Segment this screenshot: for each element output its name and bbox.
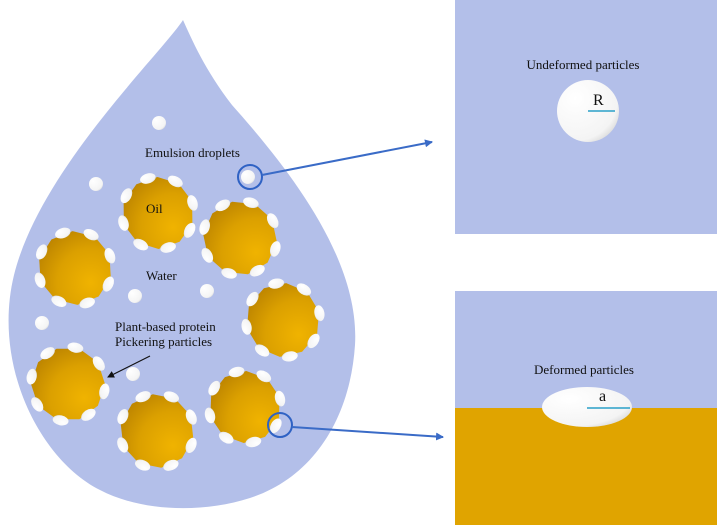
interface-particle — [218, 431, 234, 444]
interface-particle — [163, 459, 179, 471]
interface-particle — [185, 409, 197, 425]
interface-particle — [120, 188, 133, 204]
interface-particle — [31, 397, 44, 412]
deformed-panel-oil — [455, 408, 717, 525]
oil-droplet — [203, 201, 277, 275]
free-particles — [35, 116, 255, 381]
interface-particle — [134, 459, 151, 471]
interface-particle — [204, 407, 216, 424]
interface-particle — [183, 222, 196, 238]
interface-particle — [249, 264, 265, 277]
free-particle — [200, 284, 214, 298]
radius-symbol: R — [593, 92, 604, 109]
free-particle — [152, 116, 166, 130]
interface-particle — [221, 267, 237, 279]
interface-particle — [67, 342, 84, 353]
interface-particle — [296, 283, 312, 296]
interface-particle — [187, 195, 198, 211]
interface-particle — [199, 219, 211, 235]
interface-particle — [135, 391, 151, 403]
free-particle — [89, 177, 103, 191]
interface-particle — [167, 175, 183, 188]
interface-particle — [269, 418, 282, 434]
free-particle — [241, 170, 255, 184]
interface-particle — [268, 278, 285, 289]
interface-particle — [246, 291, 259, 307]
callout-circle-deformed — [267, 412, 293, 438]
interface-particle — [92, 356, 105, 371]
oil-droplet — [120, 394, 194, 468]
interface-particle — [281, 351, 298, 362]
interface-particle — [81, 408, 96, 421]
interface-particle — [314, 305, 325, 322]
free-particle — [126, 367, 140, 381]
oil-droplet — [123, 177, 193, 249]
deformed-particle — [542, 387, 632, 427]
interface-particle — [104, 248, 116, 264]
protein-label-line2: Pickering particles — [115, 334, 212, 349]
interface-particle — [228, 366, 245, 378]
interface-particle — [133, 238, 149, 251]
interface-particle — [266, 213, 279, 229]
callout-circle-undeformed — [237, 164, 263, 190]
free-particle — [128, 289, 142, 303]
interface-particle — [256, 370, 272, 383]
interface-particle — [243, 197, 259, 209]
oil-label: Oil — [146, 201, 163, 216]
oil-droplet — [247, 283, 319, 357]
interface-particle — [52, 415, 69, 426]
interface-particle — [102, 276, 114, 292]
interface-particle — [55, 227, 71, 239]
oil-droplets — [26, 173, 325, 471]
oil-droplet — [39, 231, 111, 305]
interface-particle — [163, 391, 180, 403]
interface-particle — [36, 244, 48, 260]
pointer-arrow — [107, 355, 151, 378]
water-label: Water — [146, 268, 177, 283]
interface-particle — [241, 318, 252, 335]
interface-particle — [83, 229, 99, 241]
interface-particle — [34, 272, 46, 288]
interface-particle — [51, 295, 67, 307]
interface-particle — [245, 436, 262, 448]
interface-particle — [26, 368, 37, 385]
contact-symbol: a — [599, 388, 606, 405]
interface-particle — [99, 383, 110, 400]
interface-particle — [118, 215, 129, 231]
interface-particle — [140, 173, 156, 184]
interface-particle — [117, 408, 129, 425]
interface-particle — [307, 333, 320, 349]
interface-particle — [40, 347, 55, 360]
interface-particle — [79, 297, 95, 309]
interface-particle — [201, 247, 214, 263]
undeformed-title: Undeformed particles — [527, 57, 640, 72]
emulsion-droplets-label: Emulsion droplets — [145, 145, 240, 160]
interface-particle — [274, 390, 286, 407]
interface-particle — [254, 344, 270, 357]
interface-particle — [269, 241, 281, 257]
protein-label-line1: Plant-based protein — [115, 319, 216, 334]
arrow-to-deformed — [291, 426, 444, 441]
interface-particle — [117, 437, 129, 453]
interface-particle — [208, 380, 221, 396]
oil-droplet — [210, 371, 280, 443]
oil-droplet — [31, 348, 105, 420]
interface-particle — [215, 199, 231, 212]
arrow-to-undeformed — [261, 139, 433, 176]
interface-particle — [160, 242, 176, 253]
free-particle — [35, 316, 49, 330]
deformed-title: Deformed particles — [534, 362, 634, 377]
interface-particle — [185, 437, 197, 454]
